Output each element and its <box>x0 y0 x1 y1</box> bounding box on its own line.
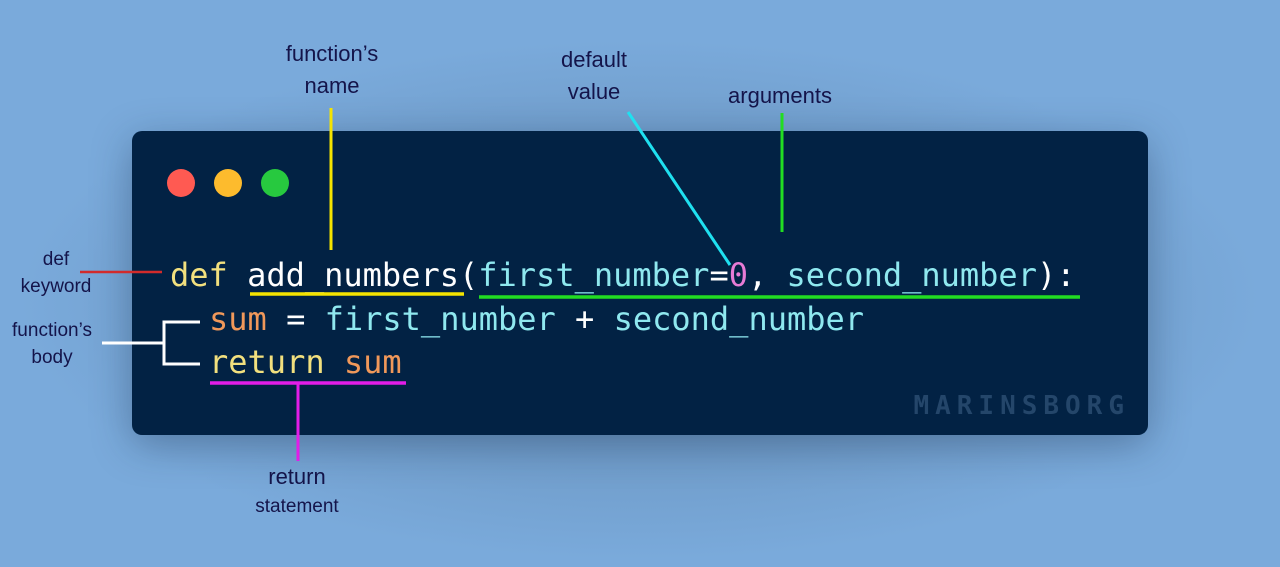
label-default-value: default value <box>534 44 654 108</box>
operand-second-number: second_number <box>613 300 865 338</box>
label-line: return <box>268 464 326 489</box>
argument-second-number: second_number <box>786 256 1037 294</box>
code-window: def add_numbers(first_number=0, second_n… <box>132 131 1148 435</box>
assign-operator: = <box>266 300 325 338</box>
label-line: value <box>567 79 621 104</box>
open-paren: ( <box>458 256 479 294</box>
label-line: def <box>42 249 70 270</box>
label-line: keyword <box>20 276 92 297</box>
comma: , <box>747 256 768 294</box>
return-keyword: return <box>209 343 325 381</box>
label-line: body <box>31 347 73 368</box>
label-line: function’s <box>285 41 379 66</box>
function-name: add_numbers <box>247 256 459 294</box>
label-return-statement: return statement <box>232 462 362 522</box>
minimize-button[interactable] <box>214 169 242 197</box>
label-line: default <box>560 47 628 72</box>
label-def-keyword: def keyword <box>6 246 106 300</box>
code-line-1: def add_numbers(first_number=0, second_n… <box>170 255 1075 295</box>
maximize-button[interactable] <box>261 169 289 197</box>
watermark: MARINSBORG <box>913 391 1130 421</box>
close-button[interactable] <box>167 169 195 197</box>
label-line: name <box>304 73 360 98</box>
label-line: function’s <box>12 320 92 341</box>
default-value: 0 <box>728 256 748 294</box>
label-line: statement <box>255 496 339 517</box>
code-line-3: return sum <box>209 342 402 382</box>
label-line: arguments <box>728 83 832 108</box>
label-function-name: function’s name <box>262 38 402 102</box>
code-line-2: sum = first_number + second_number <box>209 299 864 339</box>
label-arguments: arguments <box>700 80 860 112</box>
operand-first-number: first_number <box>324 300 556 338</box>
def-keyword: def <box>170 256 228 294</box>
equals-sign: = <box>709 256 729 294</box>
argument-first-number: first_number <box>478 256 710 294</box>
return-sum-variable: sum <box>343 343 402 381</box>
plus-operator: + <box>555 300 614 338</box>
close-paren-colon: ): <box>1036 256 1076 294</box>
label-function-body: function’s body <box>0 317 104 371</box>
sum-variable: sum <box>209 300 267 338</box>
